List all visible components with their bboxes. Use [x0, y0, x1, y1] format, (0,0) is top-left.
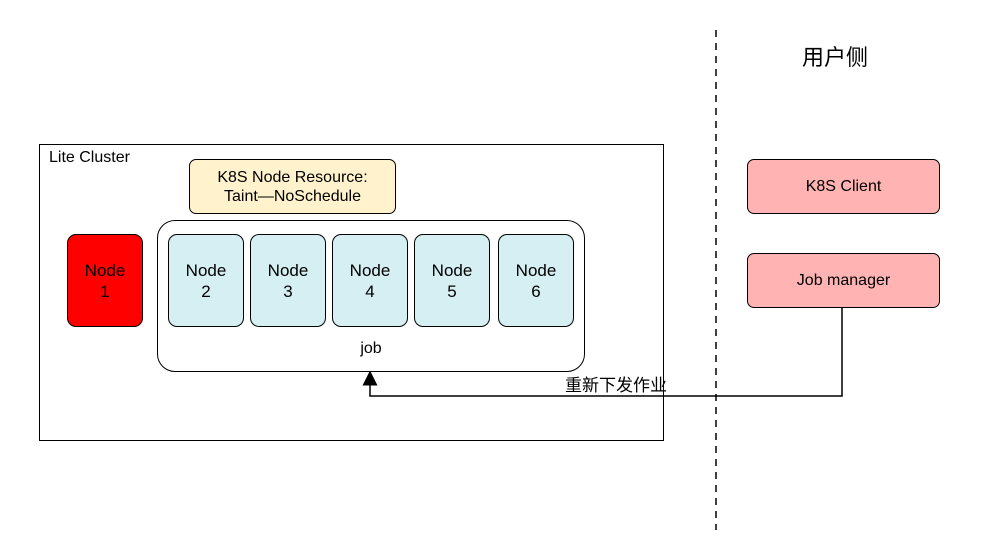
node-6-name: Node	[515, 260, 557, 280]
job-label: job	[360, 340, 382, 357]
node-6-id: 6	[531, 281, 541, 301]
node-5-id: 5	[447, 281, 457, 301]
node-4-name: Node	[349, 260, 391, 280]
node-5-name: Node	[431, 260, 473, 280]
lite-cluster-label: Lite Cluster	[49, 149, 130, 166]
k8s-client-box: K8S Client	[747, 159, 940, 214]
node-3-name: Node	[267, 260, 309, 280]
lite-cluster-box	[39, 144, 664, 441]
job-manager-box: Job manager	[747, 253, 940, 308]
taint-line-1: K8S Node Resource:	[217, 168, 368, 186]
node-2-id: 2	[201, 281, 211, 301]
resubmit-label: 重新下发作业	[565, 376, 667, 395]
resubmit-arrow	[362, 308, 843, 397]
user-side-label: 用户侧	[801, 45, 868, 70]
taint-line-2: Taint—NoSchedule	[224, 187, 361, 205]
taint-box: K8S Node Resource: Taint—NoSchedule	[189, 159, 396, 214]
node-1-name: Node	[84, 260, 126, 280]
node-4-id: 4	[365, 281, 375, 301]
node-2-name: Node	[185, 260, 227, 280]
job-group-box	[157, 220, 585, 372]
node-3-id: 3	[283, 281, 293, 301]
node-1-id: 1	[100, 281, 110, 301]
